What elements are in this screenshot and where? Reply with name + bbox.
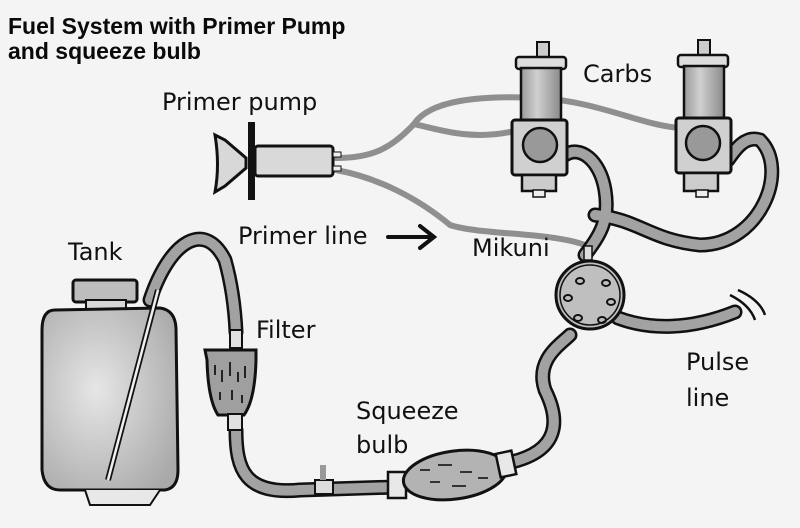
- label-squeeze-bulb: Squeeze bulb: [356, 394, 459, 462]
- carb-icon: [519, 66, 563, 122]
- diagram-title: Fuel System with Primer Pump and squeeze…: [8, 14, 345, 64]
- tee-fitting: [314, 479, 334, 495]
- primer-pump: [212, 122, 342, 200]
- squeeze-bulb: [386, 448, 518, 502]
- label-pulse: Pulse: [686, 348, 750, 376]
- pulse-line-break: [729, 288, 767, 321]
- filter-icon: [203, 348, 258, 417]
- label-primer-line: Primer line: [238, 222, 368, 250]
- label-line: line: [686, 384, 730, 412]
- label-tank: Tank: [68, 238, 123, 266]
- title-line-2: and squeeze bulb: [8, 38, 201, 64]
- label-mikuni: Mikuni: [472, 234, 550, 262]
- primer-icon: [212, 132, 248, 195]
- fuel-hoses: [142, 131, 780, 499]
- hose-tank-to-filter: [145, 234, 241, 337]
- tank: [40, 278, 180, 506]
- carb-icon: [682, 64, 726, 122]
- arrow-icon: [386, 224, 438, 250]
- label-bulb: bulb: [356, 431, 409, 459]
- primer-line-lower: [333, 167, 588, 248]
- hose-mikuni-to-carb2: [590, 134, 777, 251]
- primer-line-upper: [333, 94, 683, 161]
- carb-2: [674, 39, 733, 198]
- tank-cap-icon: [71, 278, 139, 304]
- carb-1: [510, 41, 569, 198]
- primer-lines: [333, 94, 683, 248]
- label-pulse-line: Pulse line: [686, 344, 749, 416]
- pulse-line-hose: [613, 307, 740, 332]
- label-squeeze: Squeeze: [356, 397, 459, 425]
- pump-icon: [554, 259, 626, 331]
- filter: [203, 329, 258, 431]
- mikuni-pump: [554, 245, 626, 331]
- title-line-1: Fuel System with Primer Pump: [8, 13, 346, 39]
- label-primer-pump: Primer pump: [162, 88, 318, 116]
- label-carbs: Carbs: [583, 60, 653, 88]
- label-filter: Filter: [256, 316, 316, 344]
- hose-mikuni-to-carb1: [560, 146, 612, 260]
- hose-filter-to-bulb: [231, 425, 400, 496]
- primer-line-branch: [411, 121, 513, 138]
- hose-bulb-to-mikuni: [507, 330, 575, 467]
